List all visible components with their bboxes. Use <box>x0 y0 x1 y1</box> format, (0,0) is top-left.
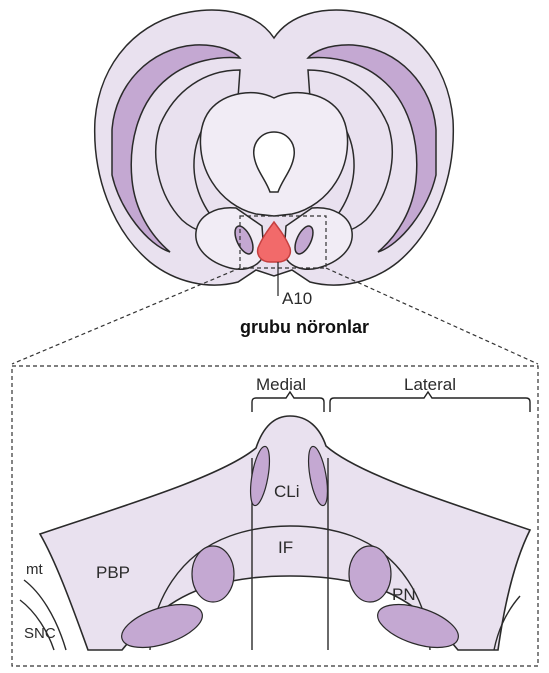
medial-bracket <box>252 392 324 412</box>
caption-text: grubu nöronlar <box>240 317 369 337</box>
region-brackets <box>252 392 530 412</box>
if-label: IF <box>278 538 293 557</box>
pbp-label: PBP <box>96 563 130 582</box>
cli-label: CLi <box>274 482 300 501</box>
mt-label: mt <box>26 561 43 578</box>
right-round-nucleus <box>349 546 391 602</box>
pn-label: PN <box>392 585 416 604</box>
lateral-label: Lateral <box>404 375 456 394</box>
lateral-bracket <box>330 392 530 412</box>
left-round-nucleus <box>192 546 234 602</box>
vta-tissue <box>40 416 530 650</box>
snc-label: SNC <box>24 625 56 642</box>
a10-label: A10 <box>282 289 312 308</box>
medial-label: Medial <box>256 375 306 394</box>
brain-section <box>95 10 454 285</box>
zoom-line-left <box>12 268 240 364</box>
